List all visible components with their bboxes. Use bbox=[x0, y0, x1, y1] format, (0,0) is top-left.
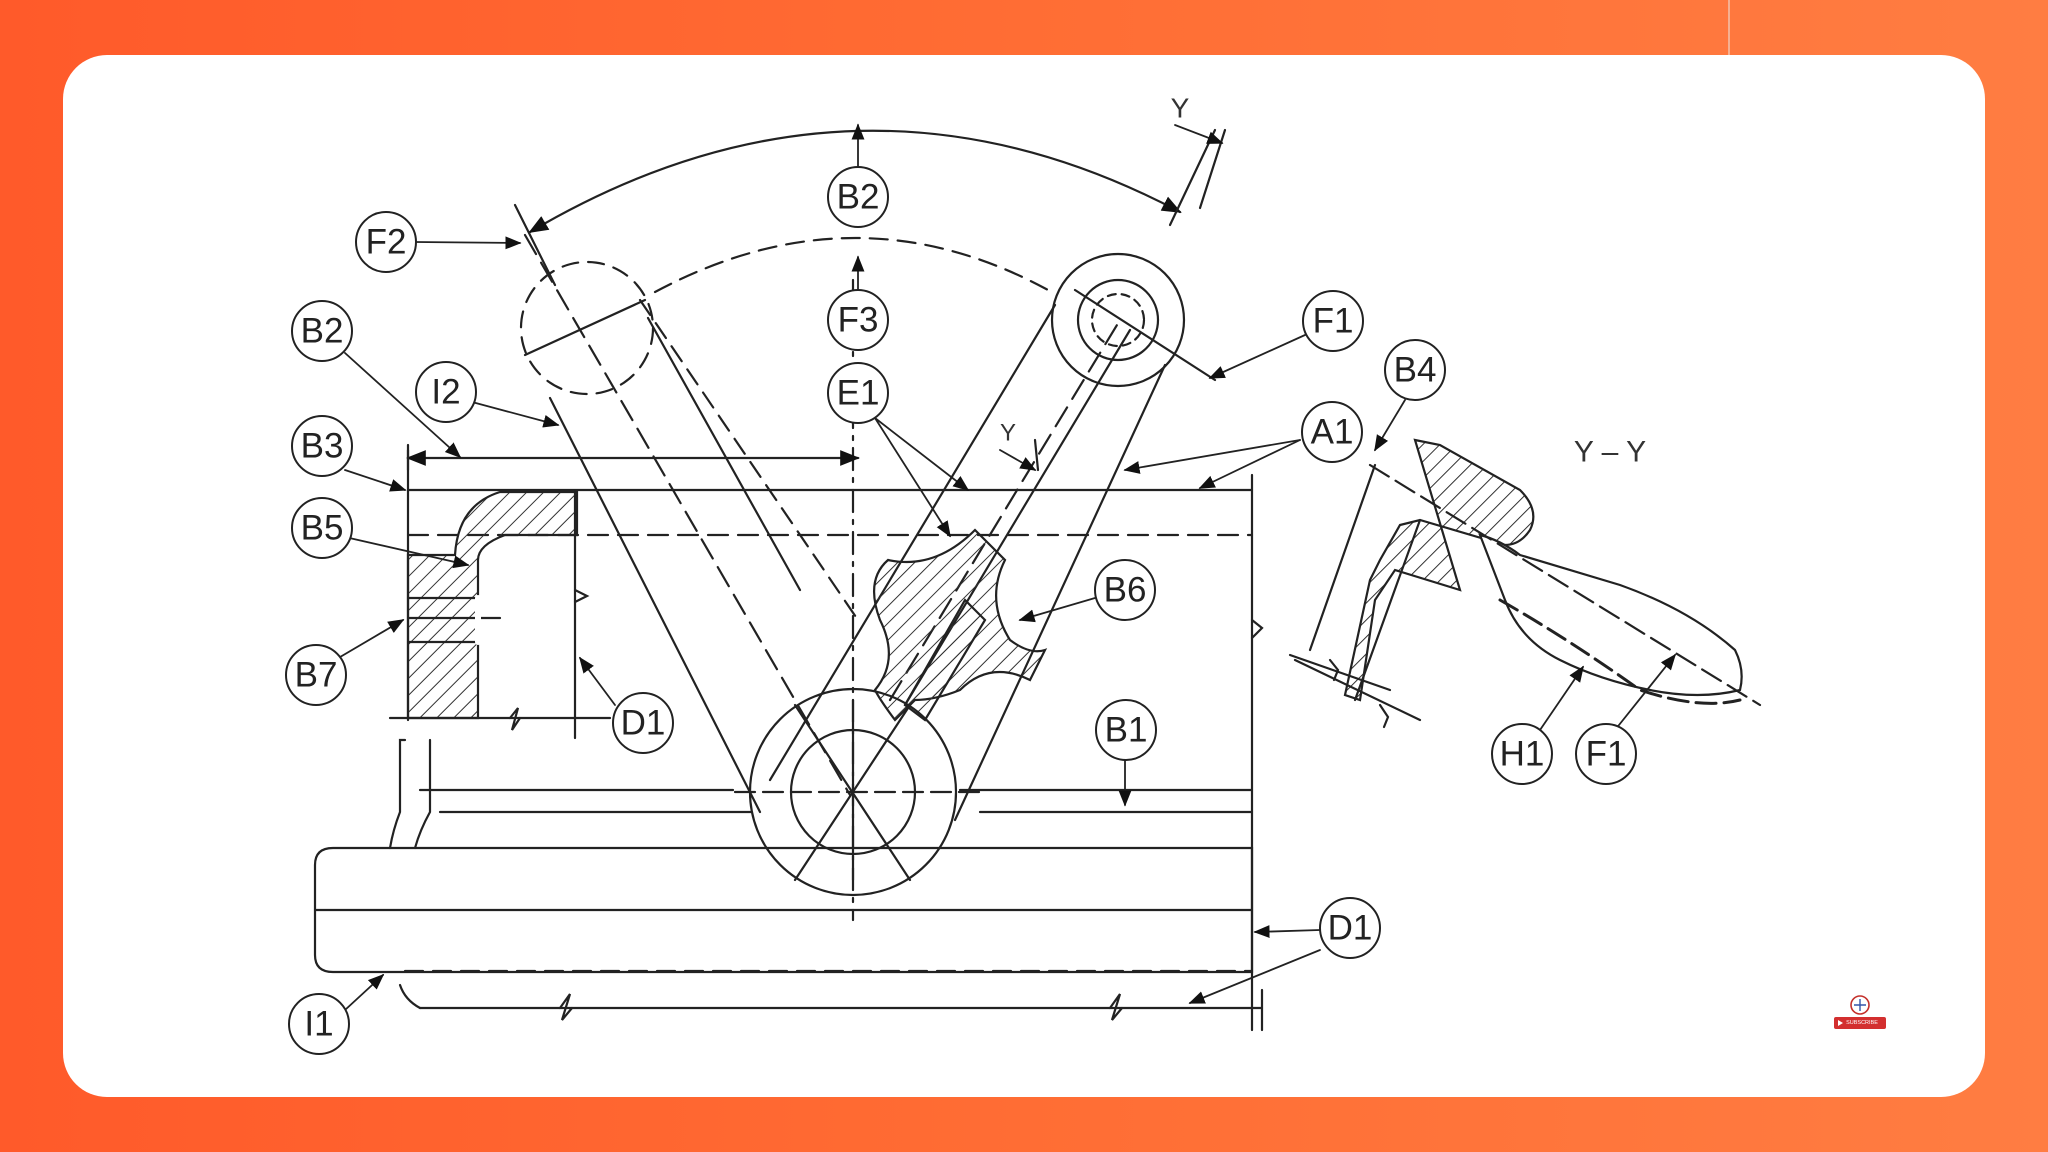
callout-b4: B4 bbox=[1394, 351, 1437, 390]
subscribe-button-bg bbox=[1834, 1017, 1886, 1029]
callout-h1: H1 bbox=[1500, 735, 1545, 774]
technical-drawing: B2 F2 F3 F1 E1 B4 A1 B2 I2 B3 B5 B6 B7 D… bbox=[285, 93, 1762, 1055]
callout-f1-top: F1 bbox=[1313, 302, 1354, 341]
play-icon bbox=[1838, 1020, 1843, 1026]
callout-b7: B7 bbox=[295, 656, 338, 695]
callout-f3: F3 bbox=[838, 301, 879, 340]
callout-e1: E1 bbox=[837, 374, 880, 413]
content-card: B2 F2 F3 F1 E1 B4 A1 B2 I2 B3 B5 B6 B7 D… bbox=[63, 55, 1985, 1097]
rib-section bbox=[873, 528, 1048, 722]
callout-b2-top: B2 bbox=[837, 178, 880, 217]
channel-logo-icon bbox=[1850, 995, 1870, 1015]
angle-dimension bbox=[406, 128, 1227, 472]
section-mark-top: Y bbox=[1171, 93, 1190, 124]
callout-b3: B3 bbox=[301, 427, 344, 466]
subscribe-label: SUBSCRIBE bbox=[1846, 1020, 1878, 1026]
callout-bubbles bbox=[285, 166, 1637, 1055]
callout-b1: B1 bbox=[1105, 711, 1148, 750]
wall-section bbox=[388, 448, 1254, 740]
section-view bbox=[1288, 438, 1762, 729]
callout-i2: I2 bbox=[431, 373, 460, 412]
subscribe-badge[interactable]: SUBSCRIBE bbox=[1832, 995, 1888, 1031]
callout-f2: F2 bbox=[366, 223, 407, 262]
rail bbox=[388, 473, 1264, 1032]
callout-labels: B2 F2 F3 F1 E1 B4 A1 B2 I2 B3 B5 B6 B7 D… bbox=[295, 93, 1647, 1044]
section-view-title: Y – Y bbox=[1574, 436, 1646, 469]
base-plate bbox=[313, 846, 1264, 1032]
callout-b6: B6 bbox=[1104, 571, 1147, 610]
callout-a1: A1 bbox=[1311, 413, 1354, 452]
left-arm bbox=[519, 233, 860, 814]
section-mark-mid: Y bbox=[1000, 420, 1016, 447]
callout-f1-bottom: F1 bbox=[1586, 735, 1627, 774]
callout-b2-left: B2 bbox=[301, 312, 344, 351]
callout-d1-right: D1 bbox=[1328, 909, 1373, 948]
callout-d1-left: D1 bbox=[621, 704, 666, 743]
leader-lines bbox=[334, 123, 1677, 1011]
callout-i1: I1 bbox=[304, 1005, 333, 1044]
callout-b5: B5 bbox=[301, 509, 344, 548]
